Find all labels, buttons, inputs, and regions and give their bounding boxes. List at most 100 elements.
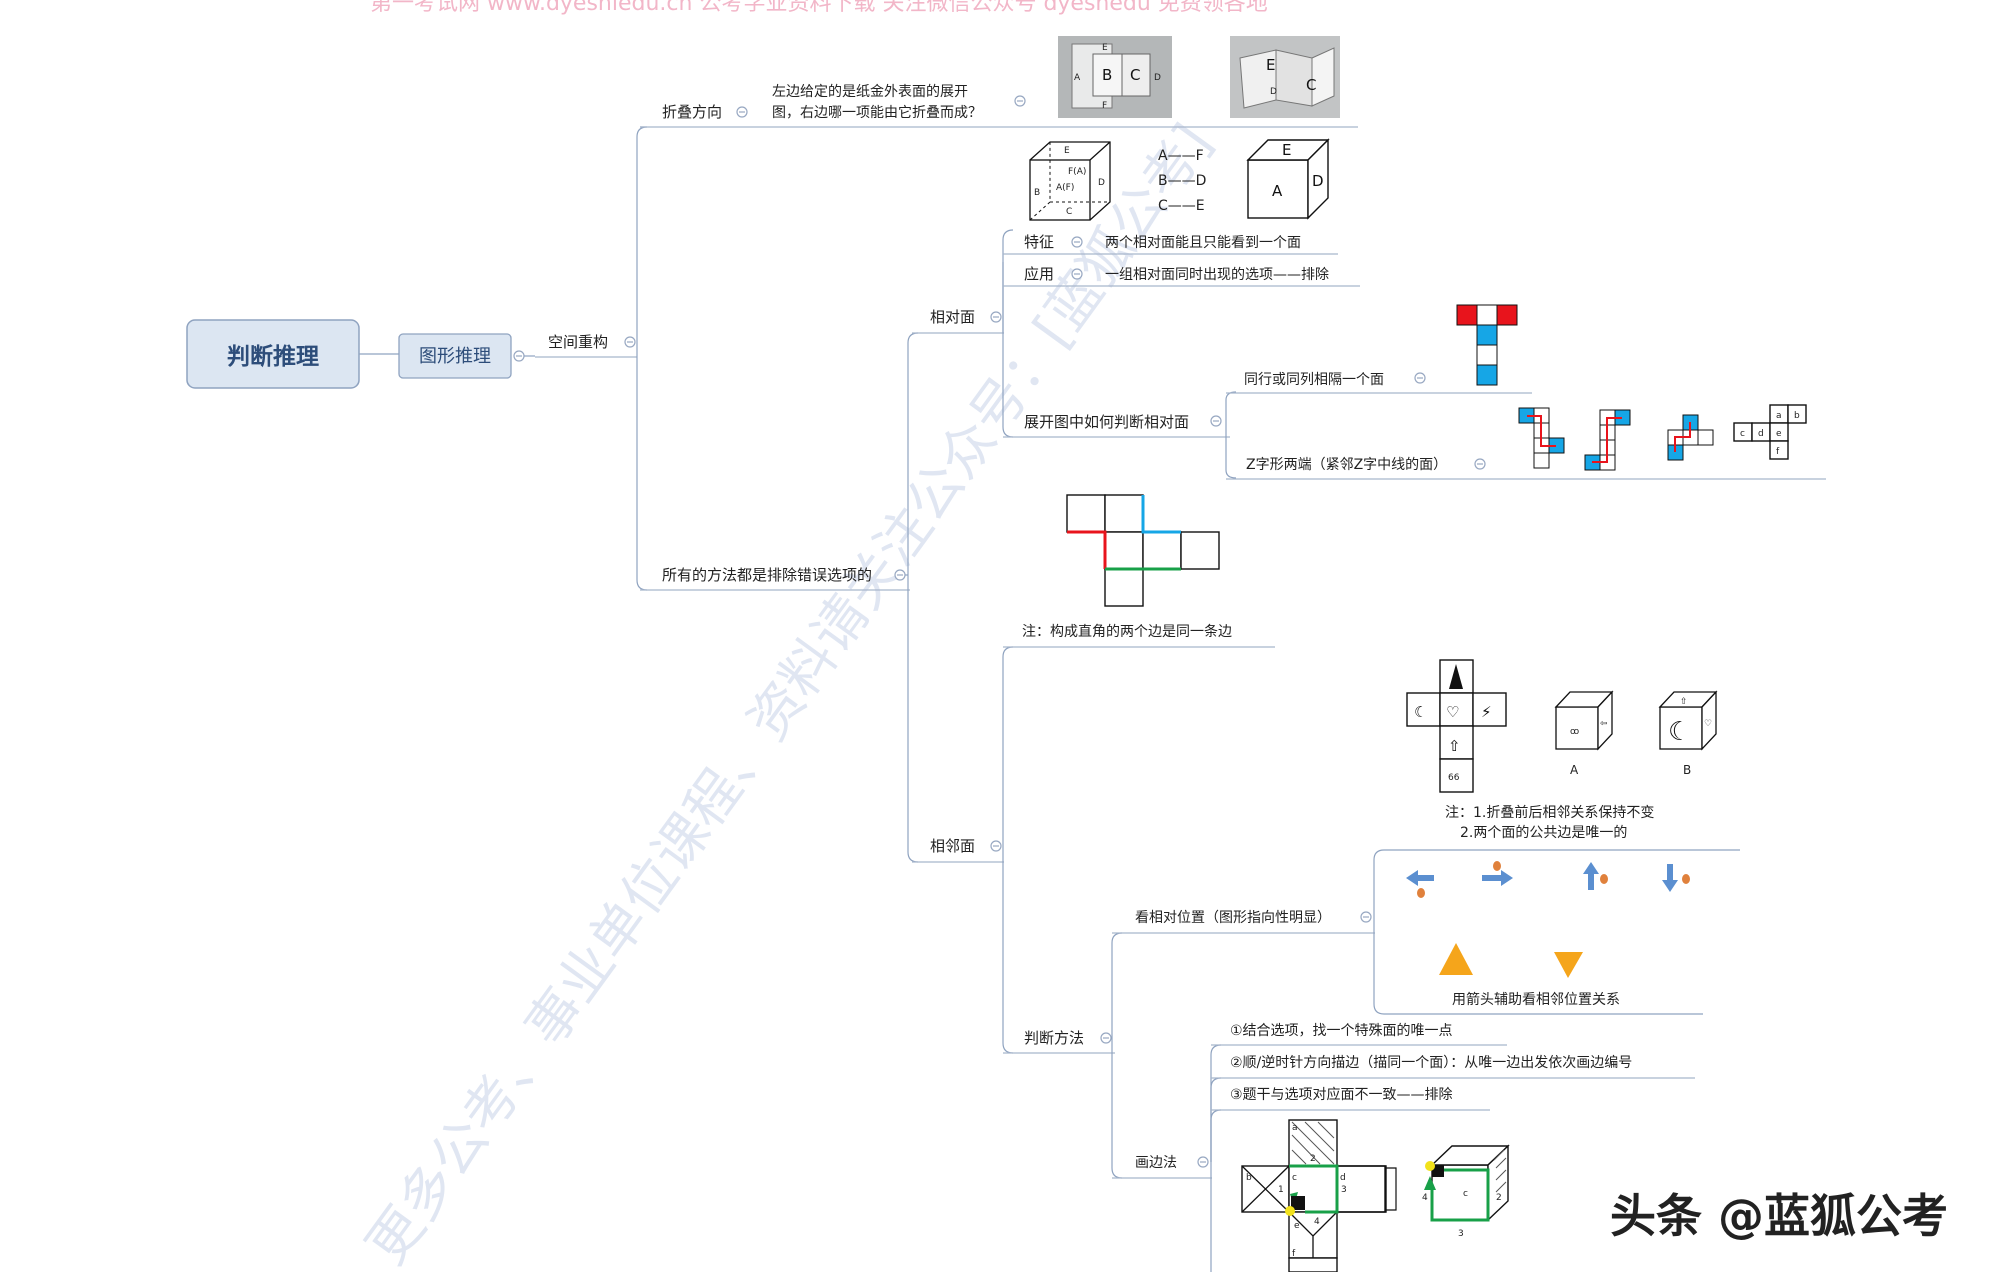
net-letter-b: b [1794, 411, 1800, 421]
relative-position-label: 看相对位置（图形指向性明显） [1135, 910, 1331, 926]
option-cube-b: ☾ ♡ ⇧ [1658, 690, 1718, 751]
pair-c-e: C——E [1158, 198, 1205, 214]
svg-text:F(A): F(A) [1068, 167, 1086, 177]
brand-watermark: 头条 @蓝狐公考 [1610, 1189, 1948, 1243]
z-net-3 [1667, 414, 1714, 461]
judge-opposite-label: 展开图中如何判断相对面 [1024, 413, 1189, 431]
collapse-toggle[interactable] [894, 569, 906, 581]
lettered-net: a b c d e f [1733, 404, 1807, 460]
cube-top-e: E [1282, 141, 1291, 159]
net-letter-f: f [1776, 447, 1780, 457]
apply-value: 一组相对面同时出现的选项——排除 [1105, 267, 1329, 283]
same-row-rule: 同行或同列相隔一个面 [1244, 372, 1384, 388]
paper-photo-1: B C A D F E [1058, 36, 1172, 118]
draw-num-3: 3 [1341, 1185, 1347, 1195]
adjacent-note-1: 注：1.折叠前后相邻关系保持不变 [1445, 804, 1654, 821]
triangle-up-icon [1439, 943, 1473, 975]
feature-value: 两个相对面能且只能看到一个面 [1105, 235, 1301, 251]
arrow-up-icon: ⇧ [1448, 737, 1461, 755]
fold-direction-label: 折叠方向 [662, 103, 722, 121]
svg-text:♡: ♡ [1704, 719, 1712, 729]
collapse-toggle[interactable] [1071, 236, 1083, 248]
fold-question-line1: 左边给定的是纸金外表面的展开 [772, 84, 968, 100]
arrow-diagrams [1406, 861, 1690, 978]
collapse-toggle[interactable] [1414, 372, 1426, 384]
step-2: ②顺/逆时针方向描边（描同一个面）：从唯一边出发依次画边编号 [1230, 1055, 1632, 1071]
apply-key: 应用 [1024, 265, 1054, 283]
option-b-label: B [1683, 763, 1691, 777]
collapse-toggle[interactable] [1014, 95, 1026, 107]
graphic-reasoning-label: 图形推理 [419, 346, 491, 367]
collapse-toggle[interactable] [513, 350, 525, 362]
collapse-toggle[interactable] [990, 311, 1002, 323]
draw-num-4: 4 [1314, 1217, 1320, 1227]
svg-text:E: E [1064, 146, 1070, 156]
root-node[interactable]: 判断推理 [186, 319, 360, 389]
svg-text:B: B [1034, 188, 1040, 198]
draw-edge-net: c b d a f e 2 3 1 4 [1241, 1119, 1397, 1272]
arrow-up-blue-icon [1583, 862, 1599, 890]
fold-question-line2: 图，右边哪一项能由它折叠而成？ [772, 104, 982, 121]
cube-side-d: D [1312, 172, 1324, 190]
net-letter-c: c [1740, 429, 1745, 439]
top-watermark: 第一考试网 www.dyeshiedu.cn 公考学业资料下载 关注微信公众号 … [370, 0, 1268, 16]
collapse-toggle[interactable] [624, 336, 636, 348]
space-reconstruct-label: 空间重构 [548, 333, 608, 351]
photo2-letter-d: D [1270, 87, 1277, 97]
z-net-2 [1584, 409, 1631, 471]
arrow-left-icon [1406, 870, 1434, 886]
draw-letter-c: c [1292, 1173, 1297, 1183]
draw-letter-e: e [1294, 1221, 1300, 1231]
svg-text:c: c [1463, 1189, 1468, 1199]
collapse-toggle[interactable] [1360, 911, 1372, 923]
collapse-toggle[interactable] [1071, 268, 1083, 280]
collapse-toggle[interactable] [990, 840, 1002, 852]
graphic-reasoning-node[interactable]: 图形推理 [398, 333, 512, 379]
adjacent-note-2: 2.两个面的公共边是唯一的 [1460, 825, 1627, 841]
draw-edge-label: 画边法 [1135, 1155, 1177, 1171]
right-angle-note: 注：构成直角的两个边是同一条边 [1022, 623, 1232, 640]
svg-text:C: C [1066, 207, 1072, 217]
draw-num-1: 1 [1278, 1185, 1284, 1195]
svg-text:☾: ☾ [1668, 717, 1691, 747]
symbol-cross-net: ☾ ♡ ⚡ ⇧ 66 [1406, 659, 1507, 793]
collapse-toggle[interactable] [1474, 458, 1486, 470]
paper-photo-2: E D C [1230, 36, 1340, 118]
photo1-letter-d: D [1154, 73, 1161, 83]
right-angle-net [1066, 494, 1220, 607]
photo2-letter-c: C [1306, 76, 1316, 94]
photo1-letter-b: B [1102, 66, 1112, 84]
collapse-toggle[interactable] [736, 106, 748, 118]
draw-edge-cube: c 2 3 4 [1422, 1144, 1510, 1239]
step-3: ③题干与选项对应面不一致——排除 [1230, 1086, 1453, 1103]
svg-text:⇦: ⇦ [1600, 719, 1608, 729]
collapse-toggle[interactable] [1210, 415, 1222, 427]
step-1: ①结合选项，找一个特殊面的唯一点 [1230, 1023, 1453, 1039]
pair-b-d: B——D [1158, 173, 1206, 189]
net-letter-a: a [1776, 411, 1782, 421]
wire-cube-diagram: E B D C F(A) A(F) [1029, 141, 1111, 221]
net-letter-e: e [1776, 429, 1782, 439]
net-letter-d: d [1758, 429, 1764, 439]
photo2-letter-e: E [1266, 56, 1275, 74]
photo1-letter-c: C [1130, 66, 1140, 84]
svg-text:⇧: ⇧ [1680, 697, 1688, 707]
svg-text:2: 2 [1496, 1193, 1502, 1203]
adjacent-face-label: 相邻面 [930, 837, 975, 855]
draw-letter-b: b [1246, 1173, 1252, 1183]
judge-method-label: 判断方法 [1024, 1029, 1084, 1047]
collapse-toggle[interactable] [1100, 1032, 1112, 1044]
triangle-down-icon [1554, 952, 1583, 978]
all-methods-label: 所有的方法都是排除错误选项的 [662, 566, 872, 584]
opposite-face-label: 相对面 [930, 308, 975, 326]
svg-text:D: D [1098, 178, 1105, 188]
draw-letter-a: a [1292, 1123, 1298, 1133]
net-number: 66 [1448, 773, 1460, 783]
svg-text:3: 3 [1458, 1229, 1464, 1239]
z-net-1 [1518, 407, 1565, 469]
photo1-letter-f: F [1102, 101, 1107, 111]
collapse-toggle[interactable] [1197, 1156, 1209, 1168]
feature-key: 特征 [1024, 233, 1054, 251]
draw-num-2: 2 [1310, 1154, 1316, 1164]
solid-cube-diagram: E A D [1246, 138, 1330, 220]
